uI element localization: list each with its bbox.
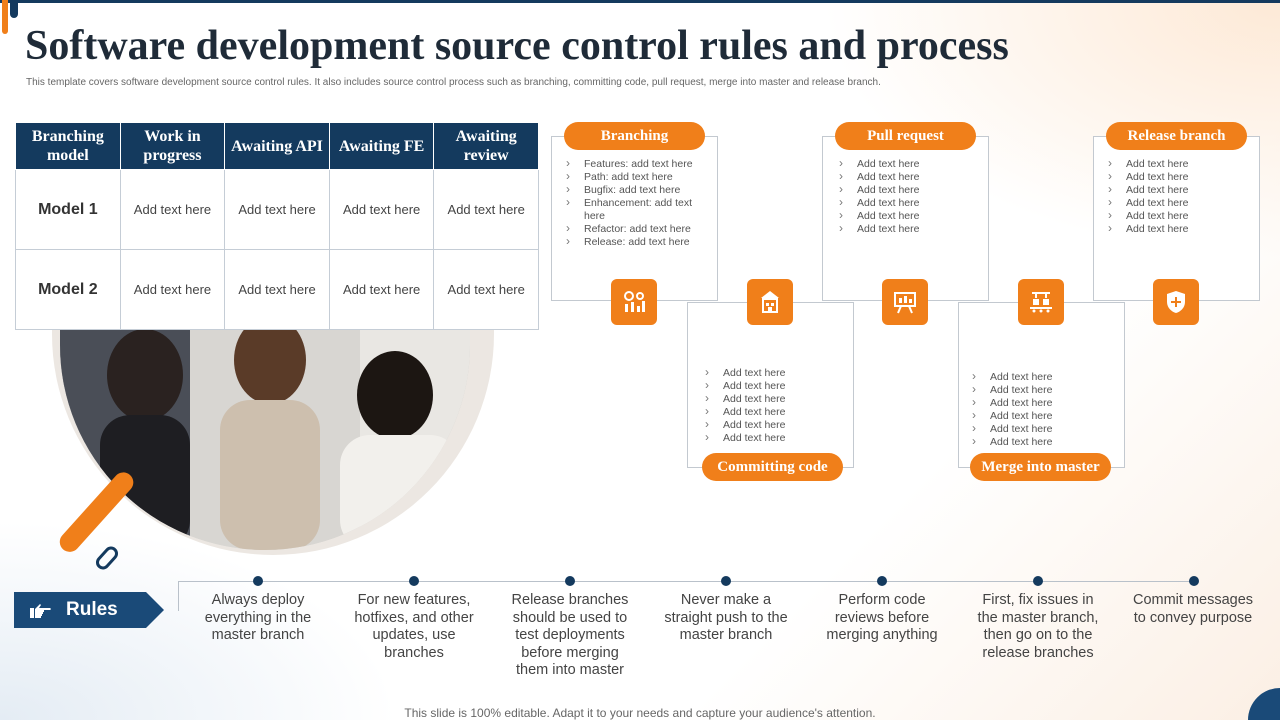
table-header: Branching model [15,122,121,170]
list-item: Release: add text here [566,235,714,249]
list-item: Features: add text here [566,157,714,171]
table-header: Awaiting API [224,122,330,170]
list-item: Add text here [972,370,1112,384]
list-item: Add text here [705,418,845,432]
merge-list: Add text here Add text here Add text her… [972,370,1112,449]
branching-pill: Branching [564,122,705,150]
table-header: Awaiting review [433,122,539,170]
table-cell: Add text here [328,249,435,330]
presentation-board-icon [882,279,928,325]
list-item: Add text here [972,409,1112,423]
timeline-dot [565,576,575,586]
list-item: Add text here [705,431,845,445]
row-label: Model 1 [15,169,121,250]
rules-timeline [178,581,1198,582]
row-label: Model 2 [15,249,121,330]
committing-pill: Committing code [702,453,843,481]
table-cell: Add text here [433,249,539,330]
shield-plus-icon [1153,279,1199,325]
list-item: Add text here [972,422,1112,436]
list-item: Enhancement: add text here [566,196,714,223]
list-item: Add text here [705,405,845,419]
table-header: Work in progress [119,122,226,170]
list-item: Add text here [705,366,845,380]
rule-item: For new features, hotfixes, and other up… [354,592,474,661]
conveyor-icon [1018,279,1064,325]
committing-list: Add text here Add text here Add text her… [705,366,845,445]
release-list: Add text here Add text here Add text her… [1108,157,1248,236]
footer-note: This slide is 100% editable. Adapt it to… [404,706,876,720]
list-item: Add text here [839,183,979,197]
rule-item: Release branches should be used to test … [511,592,629,678]
list-item: Refactor: add text here [566,222,714,236]
branching-model-table: Branching model Work in progress Awaitin… [15,122,539,330]
list-item: Add text here [1108,209,1248,223]
table-cell: Add text here [119,169,226,250]
list-item: Add text here [839,209,979,223]
top-border [0,0,1280,3]
list-item: Add text here [839,196,979,210]
list-item: Add text here [705,379,845,393]
table-cell: Add text here [224,169,330,250]
list-item: Add text here [1108,196,1248,210]
page-subtitle: This template covers software developmen… [26,77,881,88]
list-item: Add text here [1108,183,1248,197]
rule-item: Perform code reviews before merging anyt… [826,592,938,643]
rules-tag: Rules [14,592,164,628]
list-item: Add text here [1108,170,1248,184]
top-accent [2,0,8,34]
table-header-row: Branching model Work in progress Awaitin… [15,122,539,170]
rules-label: Rules [66,599,118,620]
timeline-dot [877,576,887,586]
table-header: Awaiting FE [328,122,435,170]
timeline-dot [1033,576,1043,586]
list-item: Path: add text here [566,170,714,184]
release-pill: Release branch [1106,122,1247,150]
analytics-icon [611,279,657,325]
table-row: Model 1 Add text here Add text here Add … [15,169,539,250]
timeline-dot [253,576,263,586]
timeline-dot [1189,576,1199,586]
corner-decoration [1248,688,1280,720]
top-accent-navy [10,0,18,18]
timeline-dot [409,576,419,586]
list-item: Add text here [972,383,1112,397]
list-item: Add text here [1108,157,1248,171]
page-title: Software development source control rule… [25,23,1009,69]
list-item: Add text here [839,157,979,171]
list-item: Add text here [972,396,1112,410]
branching-list: Features: add text here Path: add text h… [566,157,714,249]
table-row: Model 2 Add text here Add text here Add … [15,249,539,330]
list-item: Bugfix: add text here [566,183,714,197]
list-item: Add text here [839,222,979,236]
table-cell: Add text here [119,249,226,330]
table-cell: Add text here [224,249,330,330]
table-cell: Add text here [433,169,539,250]
rule-item: Commit messages to convey purpose [1132,592,1254,626]
list-item: Add text here [972,435,1112,449]
merge-pill: Merge into master [970,453,1111,481]
code-building-icon [747,279,793,325]
list-item: Add text here [705,392,845,406]
pull-request-list: Add text here Add text here Add text her… [839,157,979,236]
list-item: Add text here [839,170,979,184]
pull-request-pill: Pull request [835,122,976,150]
rules-connector [178,581,179,611]
pointing-hand-icon [30,604,51,618]
table-cell: Add text here [328,169,435,250]
list-item: Add text here [1108,222,1248,236]
timeline-dot [721,576,731,586]
rule-item: First, fix issues in the master branch, … [977,592,1099,661]
rule-item: Never make a straight push to the master… [664,592,788,643]
rule-item: Always deploy everything in the master b… [204,592,312,643]
